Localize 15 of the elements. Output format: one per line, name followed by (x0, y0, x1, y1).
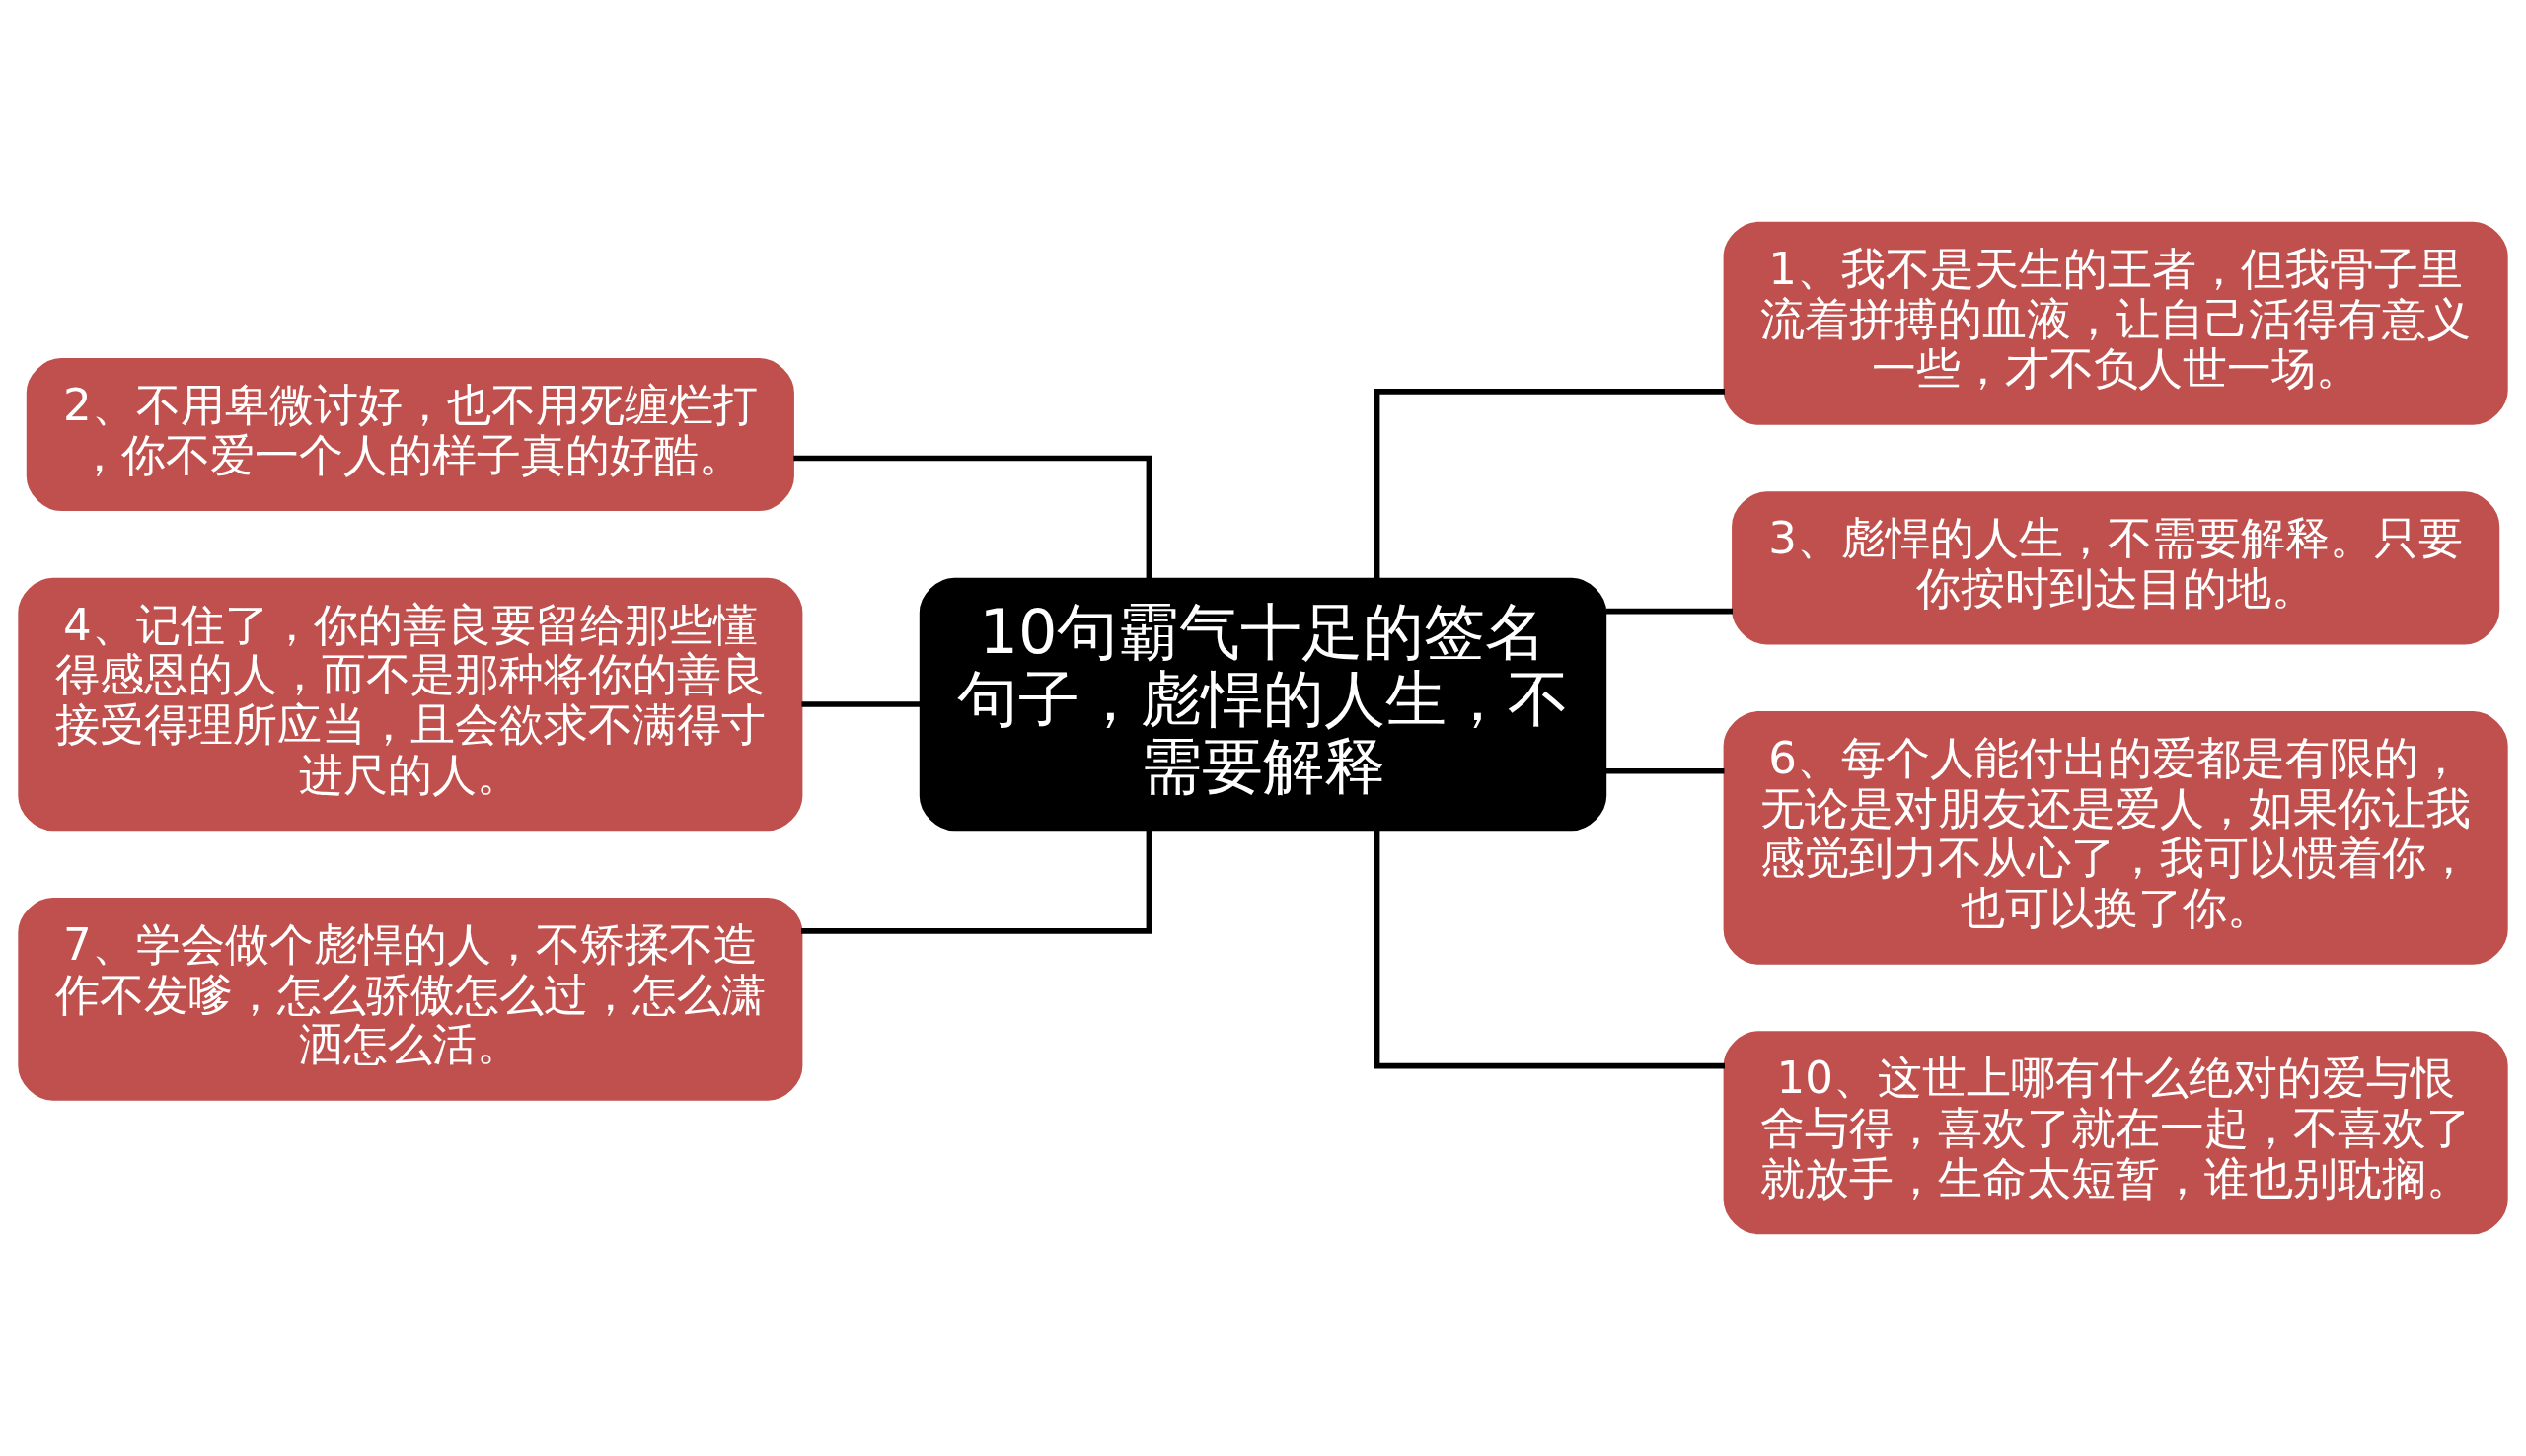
node-box: 1、我不是天生的王者，但我骨子里流着拼搏的血液，让自己活得有意义一些，才不负人世一场。 (1723, 221, 2508, 425)
node-box: 6、每个人能付出的爱都是有限的，无论是对朋友还是爱人，如果你让我感觉到力不从心了，我可以惯着你，也可以换了你。 (1723, 711, 2508, 965)
node-box: 2、不用卑微讨好，也不用死缠烂打，你不爱一个人的样子真的好酷。 (26, 358, 794, 512)
connector (1374, 389, 1725, 579)
connector (801, 830, 1152, 934)
connector (1605, 767, 1725, 774)
connector (1605, 608, 1734, 615)
connector (1374, 830, 1725, 1069)
node-box: 3、彪悍的人生，不需要解释。只要你按时到达目的地。 (1732, 491, 2500, 645)
node-box: 7、学会做个彪悍的人，不矫揉不造作不发嗲，怎么骄傲怎么过，怎么潇洒怎么活。 (18, 898, 803, 1101)
node-box: 10句霸气十足的签名句子，彪悍的人生，不需要解释 (919, 577, 1607, 832)
node-box: 10、这世上哪有什么绝对的爱与恨舍与得，喜欢了就在一起，不喜欢了就放手，生命太短暂，谁也别耽搁。 (1723, 1031, 2508, 1235)
node-box: 4、记住了，你的善良要留给那些懂得感恩的人，而不是那种将你的善良接受得理所应当，且会欲求不满得寸进尺的人。 (18, 577, 803, 832)
connector (793, 455, 1152, 580)
connector (801, 701, 921, 707)
